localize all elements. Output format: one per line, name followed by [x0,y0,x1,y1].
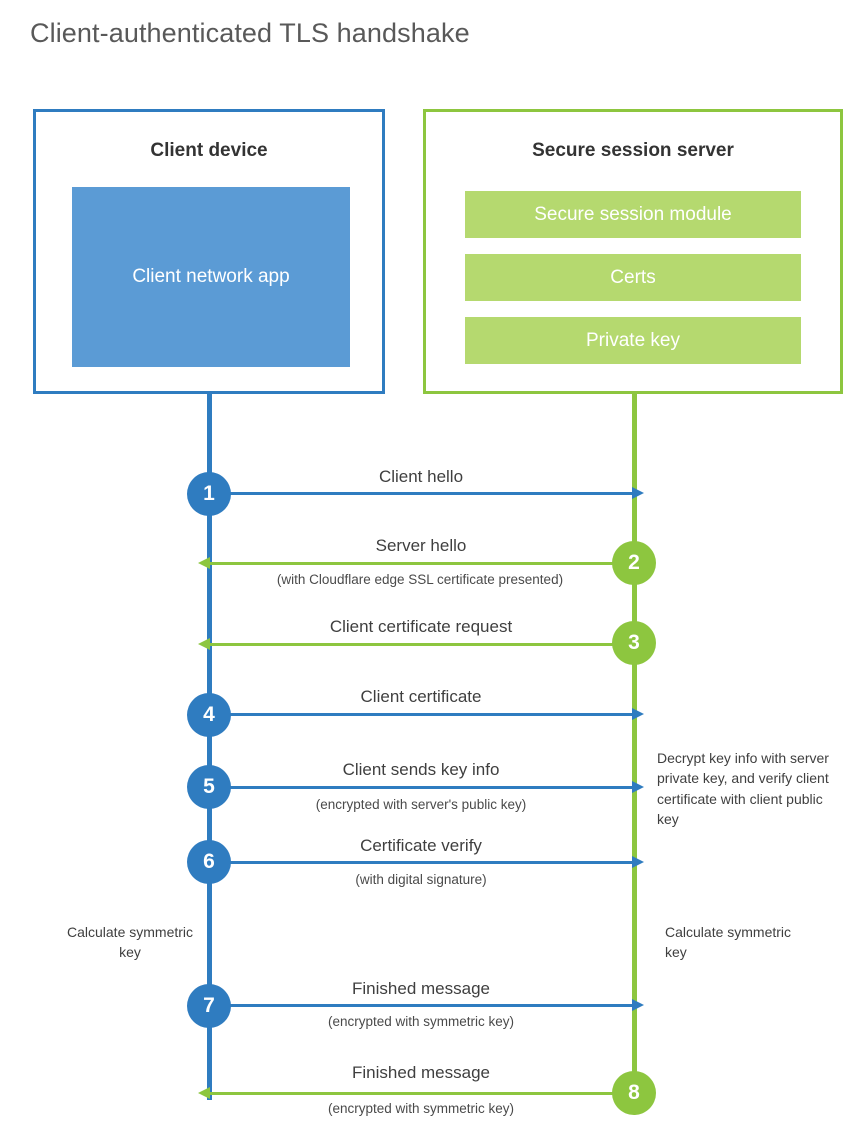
note-decrypt-key-info: Decrypt key info with server private key… [657,750,829,827]
client-network-app-label: Client network app [132,266,290,288]
arrow-step-6 [209,856,644,868]
step-marker-2: 2 [612,541,656,585]
arrowhead-right-icon [632,999,644,1011]
label-step-2: Server hello [375,536,467,555]
arrowhead-right-icon [632,487,644,499]
step-marker-5: 5 [187,765,231,809]
note-calculate-symmetric-key-server: Calculate symmetric key [665,924,792,961]
arrowhead-right-icon [632,708,644,720]
server-lifeline [632,394,637,1093]
label-step-8: Finished message [352,1063,490,1082]
arrow-step-4 [209,708,644,720]
arrow-step-5 [209,781,644,793]
arrow-step-2 [198,557,633,569]
step-marker-4: 4 [187,693,231,737]
secure-session-server-box: Secure session server Secure session mod… [423,109,843,394]
arrow-step-1 [209,487,644,499]
label-step-3: Client certificate request [329,617,513,636]
label-step-5: Client sends key info [342,760,500,779]
sublabel-step-6: (with digital signature) [355,872,487,887]
step-marker-3: 3 [612,621,656,665]
arrow-step-8 [198,1087,633,1099]
arrow-step-7 [209,999,644,1011]
step-marker-6: 6 [187,840,231,884]
label-step-6: Certificate verify [360,836,482,855]
sublabel-step-8: (encrypted with symmetric key) [327,1101,515,1116]
label-step-4: Client certificate [360,687,482,706]
client-network-app-block: Client network app [72,187,350,367]
step-marker-1: 1 [187,472,231,516]
sublabel-step-7: (encrypted with symmetric key) [327,1014,515,1029]
arrowhead-left-icon [198,1087,210,1099]
sublabel-step-5: (encrypted with server's public key) [315,797,527,812]
label-step-1: Client hello [378,467,464,486]
label-step-7: Finished message [352,979,490,998]
step-marker-8: 8 [612,1071,656,1115]
page-title: Client-authenticated TLS handshake [30,18,470,48]
step-marker-7: 7 [187,984,231,1028]
arrowhead-left-icon [198,638,210,650]
client-lifeline [207,394,212,1100]
arrowhead-left-icon [198,557,210,569]
arrowhead-right-icon [632,781,644,793]
server-component-secure-session-module: Secure session module [465,191,801,238]
note-calculate-symmetric-key-client: Calculate symmetric key [66,924,194,961]
server-component-certs: Certs [465,254,801,301]
sublabel-step-2: (with Cloudflare edge SSL certificate pr… [276,572,564,587]
arrowhead-right-icon [632,856,644,868]
secure-session-server-title: Secure session server [532,140,734,161]
client-device-title: Client device [150,140,268,161]
server-component-private-key: Private key [465,317,801,364]
client-device-box: Client device Client network app [33,109,385,394]
arrow-step-3 [198,638,633,650]
